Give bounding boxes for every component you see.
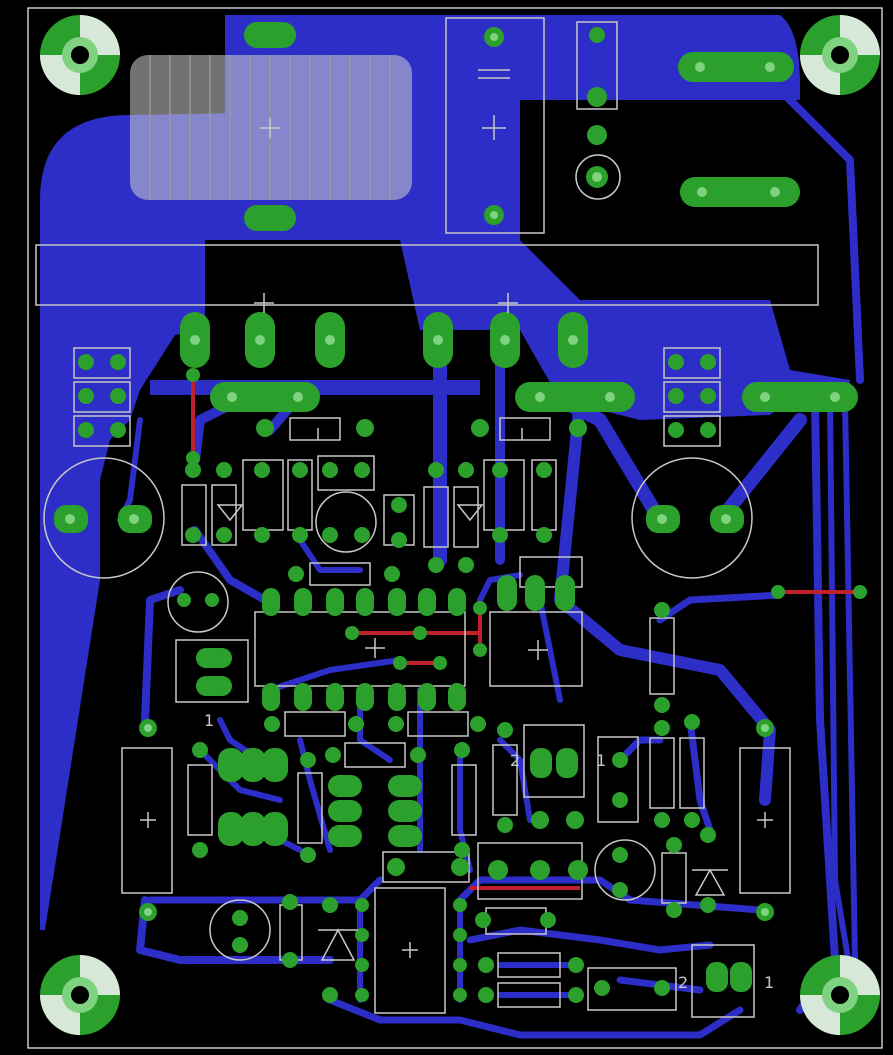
round-pads (65, 27, 867, 1003)
elcap-bottom-left-outline (209, 899, 271, 961)
copper-pour-left-lower (40, 400, 100, 930)
label-connector-left-pin: 1 (204, 711, 214, 730)
connector-bottom-outline (691, 944, 755, 1018)
board-outline (27, 7, 883, 1049)
cap-box-bottom (587, 967, 677, 1011)
mount-hole-top-right (800, 15, 880, 95)
resistor-large-left (121, 747, 173, 894)
elcap-mid-outline (315, 491, 377, 553)
capacitor-box-top (445, 17, 545, 234)
connector-left-outline (175, 639, 249, 703)
label-connector-mid-1: 1 (596, 751, 606, 770)
capacitor-box-small (576, 21, 618, 110)
component-symbols (140, 69, 773, 961)
cap-box-mid (597, 736, 639, 823)
copper-pour-left (40, 110, 430, 930)
elcap-bottom-right-outline (594, 839, 656, 901)
label-connector-bottom-1: 1 (764, 973, 774, 992)
trimmer-outline (575, 154, 621, 200)
elcap-left-outline (43, 457, 165, 579)
resistor-large-right (739, 747, 791, 894)
elcap-right-outline (631, 457, 753, 579)
silk-labels: 1 2 1 2 1 (204, 711, 774, 992)
connector-mid-outline (523, 724, 585, 798)
mounting-holes (40, 15, 880, 1035)
jumper-wires (191, 375, 860, 890)
mount-hole-bottom-left (40, 955, 120, 1035)
ic-pads (262, 588, 466, 711)
ic-outline-bottom (374, 887, 446, 1014)
mount-hole-top-left (40, 15, 120, 95)
label-connector-bottom-2: 2 (678, 973, 688, 992)
elcap-small-outline (167, 571, 229, 633)
label-connector-mid-2: 2 (510, 751, 520, 770)
ic-outline-right (489, 611, 583, 687)
mount-hole-bottom-right (800, 955, 880, 1035)
heatsink-outline (35, 244, 819, 306)
